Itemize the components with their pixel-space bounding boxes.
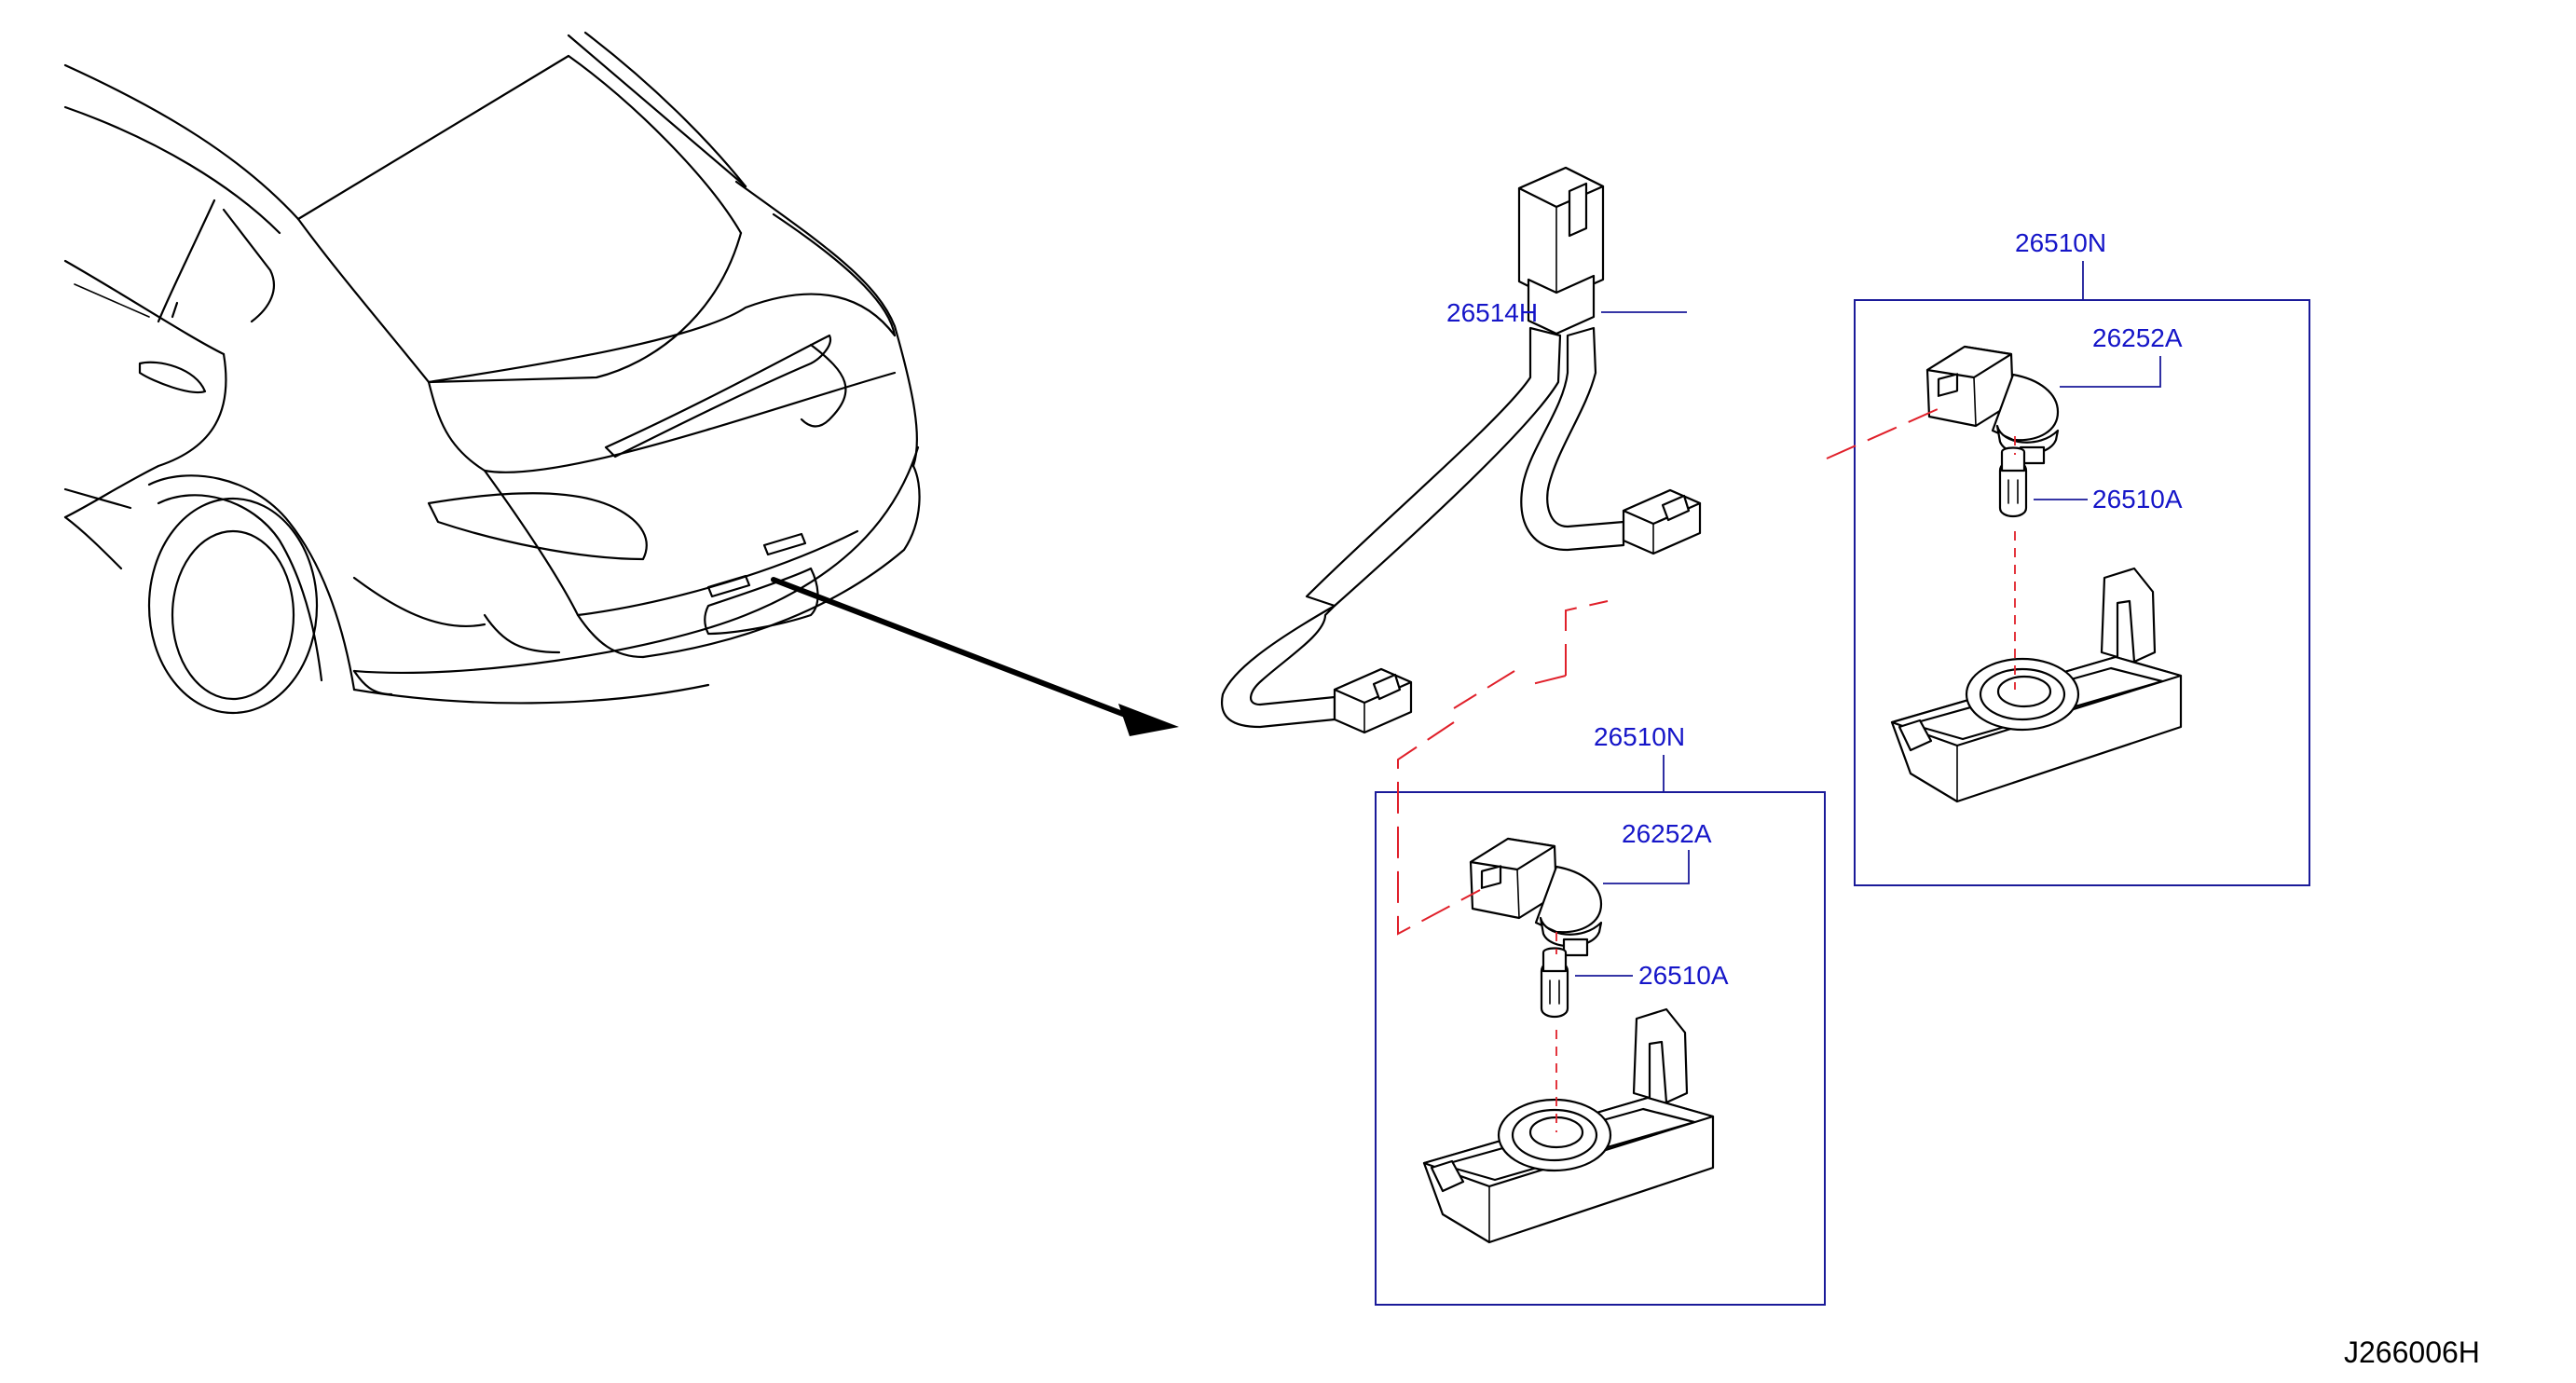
lamp-housing-right xyxy=(1890,567,2183,803)
car-rear-illustration xyxy=(63,31,921,715)
label-bulb-left: 26510A xyxy=(1638,961,1729,990)
label-harness: 26514H xyxy=(1446,298,1538,327)
bulb-right xyxy=(1998,446,2028,518)
label-socket-left: 26252A xyxy=(1622,819,1712,848)
label-lamp-assembly-right: 26510N xyxy=(2015,228,2106,257)
label-bulb-right: 26510A xyxy=(2092,485,2183,513)
label-socket-right: 26252A xyxy=(2092,323,2183,352)
harness-26514h xyxy=(1220,166,1702,734)
right-lamp-assembly-box xyxy=(1854,299,2310,886)
left-lamp-assembly-box xyxy=(1375,791,1826,1306)
connection-lines xyxy=(1397,404,2016,1132)
lamp-housing-left xyxy=(1422,1007,1715,1244)
socket-right xyxy=(1925,345,2060,465)
bulb-left xyxy=(1540,947,1569,1019)
label-lamp-assembly-left: 26510N xyxy=(1594,722,1685,751)
socket-left xyxy=(1469,837,1603,957)
diagram-code: J266006H xyxy=(2344,1335,2480,1369)
location-arrow xyxy=(771,577,1179,736)
